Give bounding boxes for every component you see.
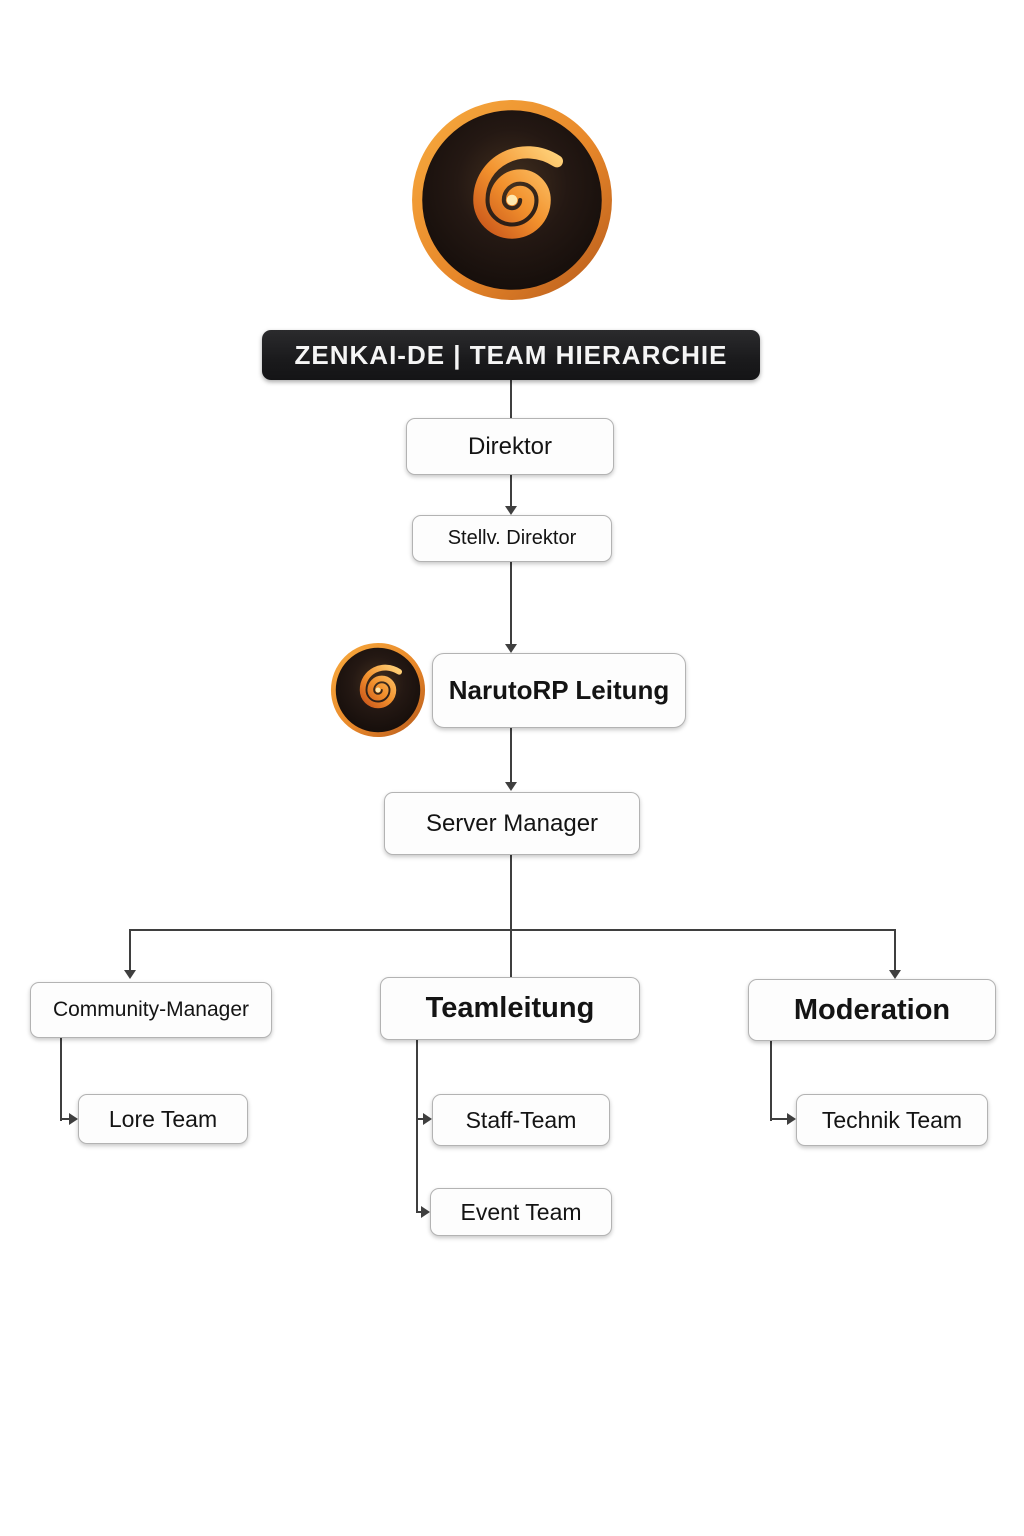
connector-teamleitung-event-stub bbox=[416, 1211, 423, 1213]
page-title: ZENKAI-DE | TEAM HIERARCHIE bbox=[294, 339, 728, 370]
connector-teamleitung-staff-stub bbox=[416, 1118, 425, 1120]
connector-stellv-narutorp bbox=[510, 562, 512, 646]
connector-moderation-technik bbox=[770, 1041, 772, 1121]
connector-community-lore-stub bbox=[60, 1118, 72, 1120]
node-community-manager-label: Community-Manager bbox=[52, 998, 250, 1021]
branch-bar bbox=[129, 929, 896, 931]
node-technik-team-label: Technik Team bbox=[821, 1106, 963, 1133]
arrow-down-icon bbox=[505, 506, 517, 515]
node-direktor: Direktor bbox=[406, 418, 614, 475]
node-event-team-label: Event Team bbox=[460, 1198, 582, 1225]
node-narutorp-leitung: NarutoRP Leitung bbox=[432, 653, 686, 728]
connector-moderation-technik-stub bbox=[770, 1118, 788, 1120]
arrow-right-icon bbox=[69, 1113, 78, 1125]
arrow-right-icon bbox=[787, 1113, 796, 1125]
connector-community-lore bbox=[60, 1038, 62, 1121]
node-technik-team: Technik Team bbox=[796, 1094, 988, 1146]
arrow-right-icon bbox=[421, 1206, 430, 1218]
connector-direktor-stellv bbox=[510, 475, 512, 508]
arrow-down-icon bbox=[124, 970, 136, 979]
node-community-manager: Community-Manager bbox=[30, 982, 272, 1038]
node-stellv-direktor: Stellv. Direktor bbox=[412, 515, 612, 562]
connector-title-direktor bbox=[510, 380, 512, 418]
node-staff-team: Staff-Team bbox=[432, 1094, 610, 1146]
node-teamleitung: Teamleitung bbox=[380, 977, 640, 1040]
node-narutorp-leitung-label: NarutoRP Leitung bbox=[448, 675, 670, 705]
node-server-manager-label: Server Manager bbox=[425, 809, 599, 837]
connector-branch-teamleitung bbox=[510, 929, 512, 977]
node-stellv-direktor-label: Stellv. Direktor bbox=[447, 527, 577, 549]
connector-teamleitung-subteams bbox=[416, 1040, 418, 1213]
arrow-down-icon bbox=[505, 782, 517, 791]
node-lore-team-label: Lore Team bbox=[108, 1105, 218, 1132]
connector-narutorp-server bbox=[510, 728, 512, 784]
connector-server-branchbar bbox=[510, 855, 512, 930]
node-server-manager: Server Manager bbox=[384, 792, 640, 855]
zenkai-spiral-logo bbox=[410, 98, 614, 302]
arrow-down-icon bbox=[889, 970, 901, 979]
node-direktor-label: Direktor bbox=[467, 432, 552, 460]
node-teamleitung-label: Teamleitung bbox=[425, 992, 595, 1024]
connector-branch-community bbox=[129, 929, 131, 972]
node-event-team: Event Team bbox=[430, 1188, 612, 1236]
node-lore-team: Lore Team bbox=[78, 1094, 248, 1144]
node-moderation: Moderation bbox=[748, 979, 996, 1041]
arrow-down-icon bbox=[505, 644, 517, 653]
title-bar: ZENKAI-DE | TEAM HIERARCHIE bbox=[262, 330, 760, 380]
node-moderation-label: Moderation bbox=[793, 993, 951, 1026]
arrow-right-icon bbox=[423, 1113, 432, 1125]
connector-branch-moderation bbox=[894, 929, 896, 972]
zenkai-spiral-logo-small bbox=[330, 642, 426, 738]
node-staff-team-label: Staff-Team bbox=[465, 1106, 577, 1133]
